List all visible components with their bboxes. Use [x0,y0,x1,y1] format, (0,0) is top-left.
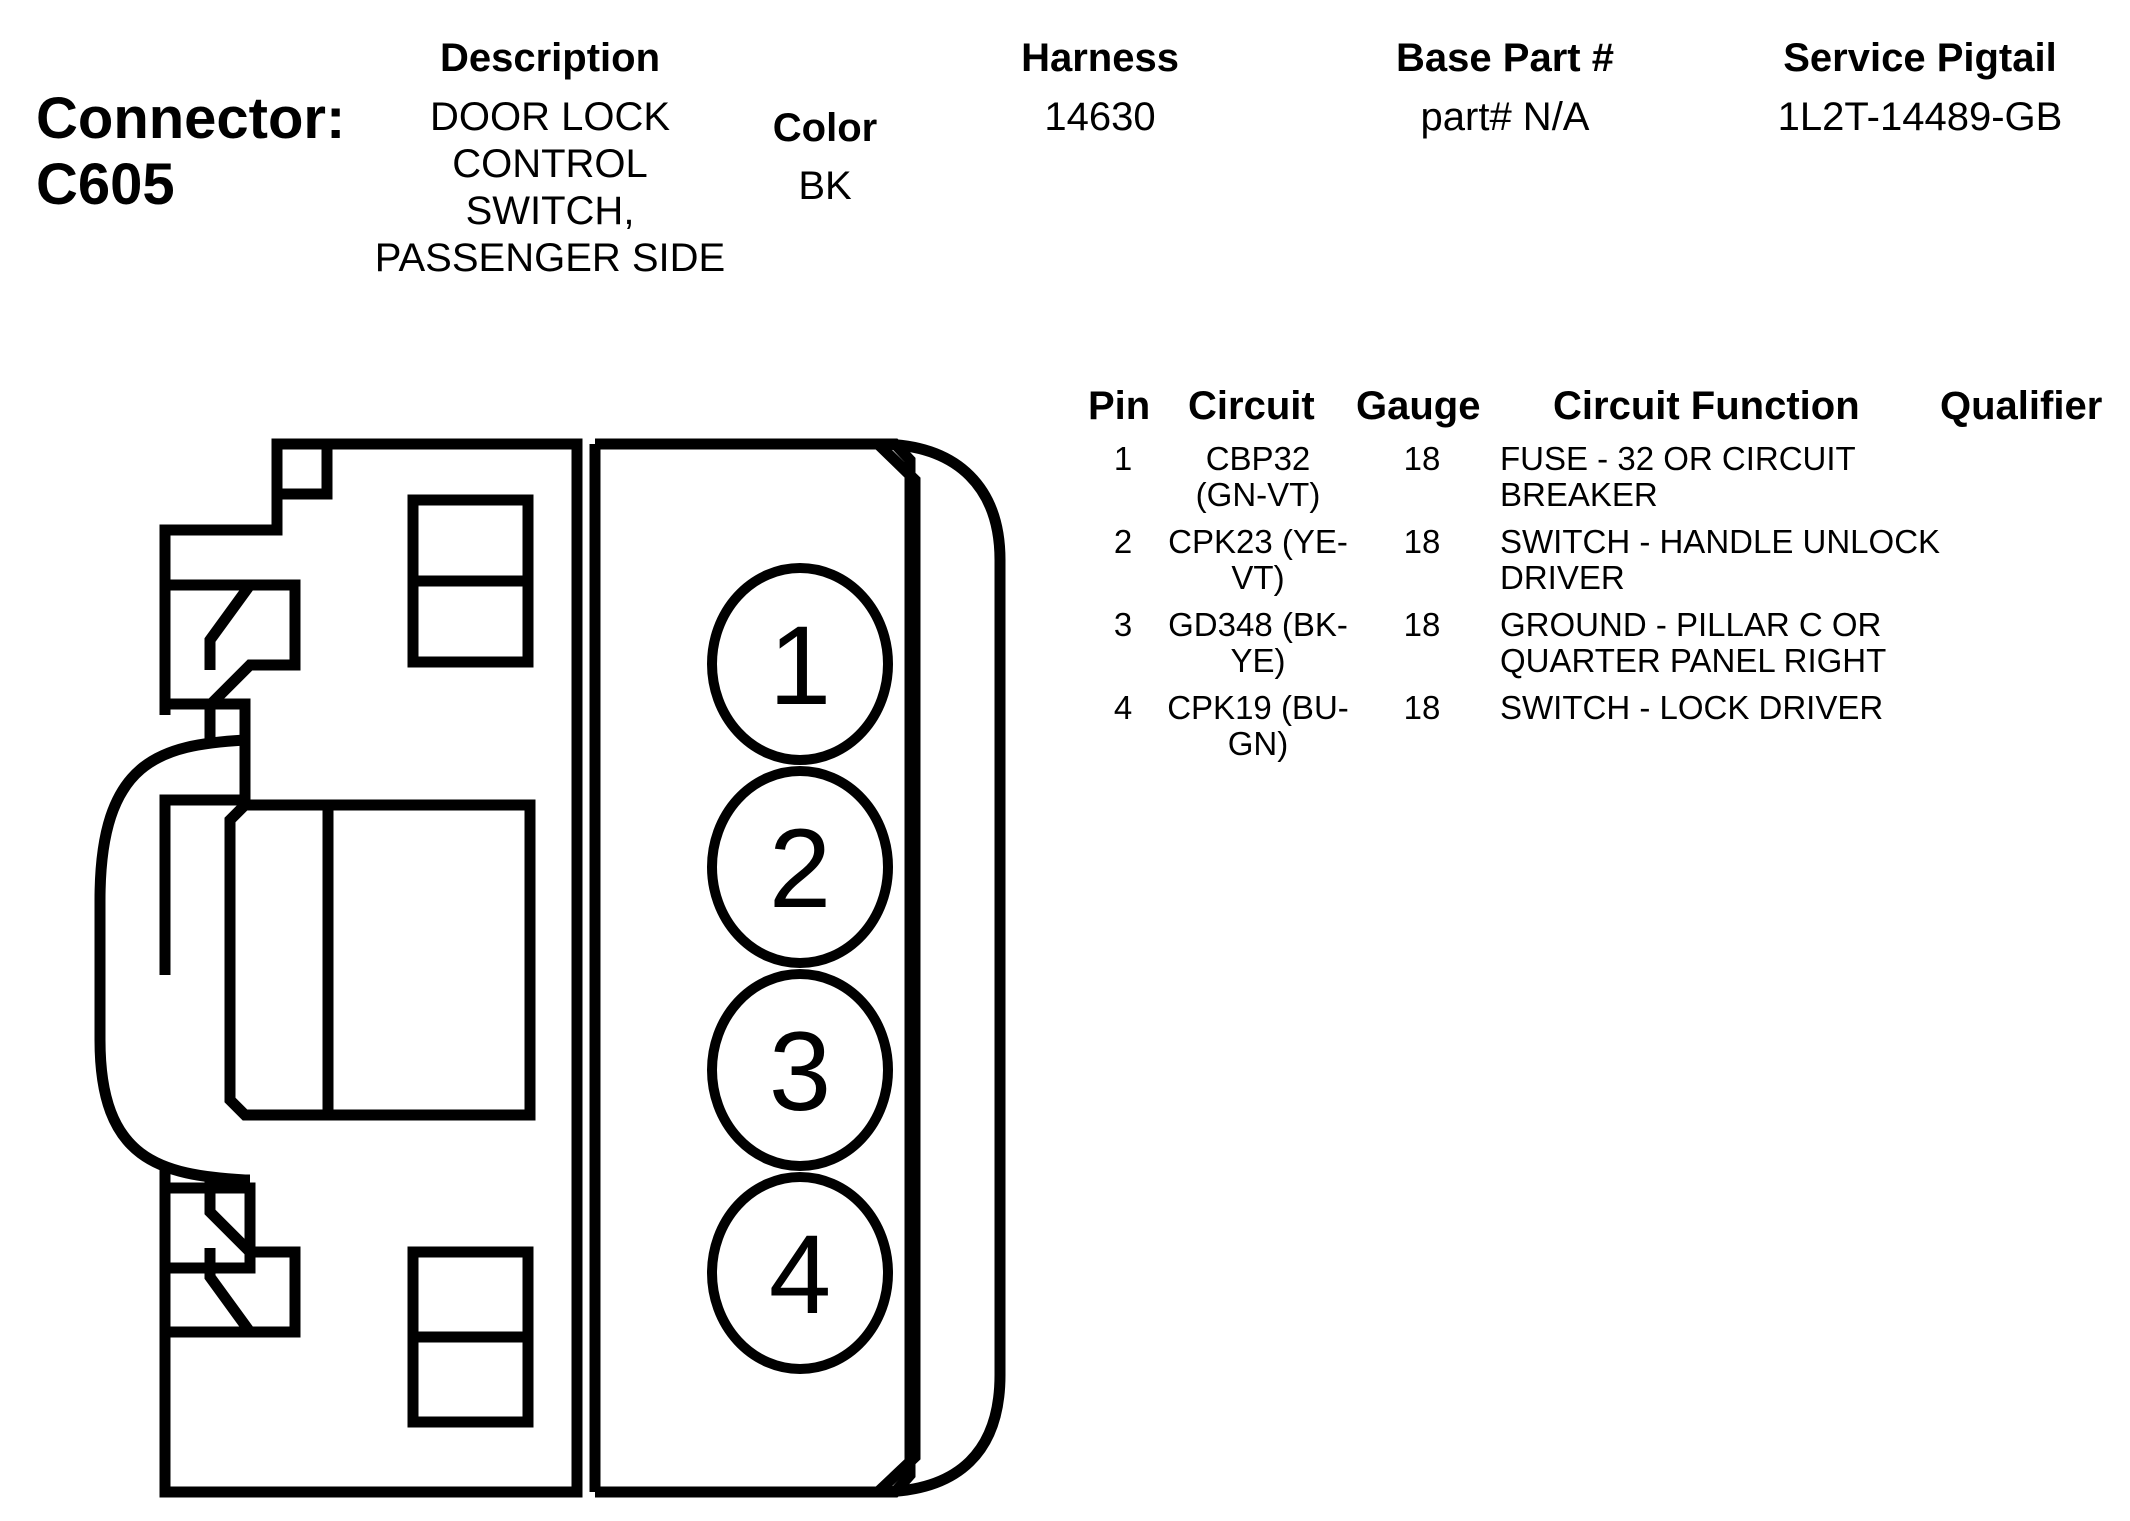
row-circuit: CPK23 (YE- VT) [1158,524,1358,596]
bottom-latch [165,1178,301,1338]
description-line: PASSENGER SIDE [374,236,726,280]
row-function-line: DRIVER [1500,559,1625,596]
pin-cavity-1 [707,563,893,765]
row-circuit-line: CPK23 (YE- [1168,523,1348,560]
row-circuit-line: YE) [1230,642,1286,679]
row-circuit: CBP32 (GN-VT) [1158,441,1358,513]
description-title: Description [439,36,661,80]
connector-face-diagram: 1 2 3 4 [94,438,1006,1498]
left-rounded-tab [94,734,250,1186]
harness-value: 14630 [1044,95,1156,139]
row-circuit-line: GN) [1227,725,1289,762]
row-pin: 3 [1113,606,1133,643]
description-line: DOOR LOCK [429,95,671,139]
row-function-line: FUSE - 32 OR CIRCUIT [1500,440,1856,477]
harness-title: Harness [1021,36,1179,80]
row-circuit-line: GD348 (BK- [1168,606,1348,643]
center-latch [224,799,536,1121]
description-line: CONTROL [452,142,648,186]
col-header-gauge: Gauge [1356,384,1481,428]
connector-label: Connector: C605 [36,86,345,218]
row-circuit-line: CPK19 (BU- [1167,689,1349,726]
col-header-pin: Pin [1088,384,1151,428]
row-function-line: BREAKER [1500,476,1658,513]
row-pin: 4 [1113,689,1133,726]
color-title: Color [772,106,878,150]
description-value: DOOR LOCK CONTROL SWITCH, PASSENGER SIDE [340,94,760,282]
col-header-circuit: Circuit [1188,384,1315,428]
base-part-title: Base Part # [1396,36,1614,80]
row-circuit: CPK19 (BU- GN) [1158,690,1358,762]
row-function: SWITCH - LOCK DRIVER [1500,690,1960,726]
top-latch [165,579,301,746]
pin-cavity-4 [707,1172,893,1374]
row-function: FUSE - 32 OR CIRCUIT BREAKER [1500,441,1960,513]
row-circuit-line: (GN-VT) [1195,476,1321,513]
row-circuit-line: CBP32 [1205,440,1311,477]
description-line: SWITCH, [465,189,635,233]
row-function: SWITCH - HANDLE UNLOCK DRIVER [1500,524,1960,596]
pin-cavity-3 [707,969,893,1171]
col-header-qualifier: Qualifier [1940,384,2103,428]
row-function-line: SWITCH - LOCK DRIVER [1500,689,1884,726]
pin-cavities [707,563,893,1374]
pin-label-2: 2 [769,806,831,931]
row-pin: 1 [1113,440,1133,477]
pin-cavity-2 [707,766,893,968]
pin-label-4: 4 [769,1212,831,1337]
row-gauge: 18 [1403,606,1441,643]
row-pin: 2 [1113,523,1133,560]
row-circuit: GD348 (BK- YE) [1158,607,1358,679]
connector-id: C605 [36,152,175,217]
row-gauge: 18 [1403,689,1441,726]
base-part-value: part# N/A [1420,95,1590,139]
top-notch [271,438,333,500]
service-pigtail-title: Service Pigtail [1783,36,2057,80]
pin-label-1: 1 [769,603,831,728]
connector-label-line1: Connector: [36,86,346,151]
col-header-circuit-function: Circuit Function [1553,384,1860,428]
row-gauge: 18 [1403,440,1441,477]
row-circuit-line: VT) [1231,559,1285,596]
row-function-line: QUARTER PANEL RIGHT [1500,642,1887,679]
row-gauge: 18 [1403,523,1441,560]
service-pigtail-value: 1L2T-14489-GB [1777,95,2063,139]
mating-face-cap [877,438,1006,1498]
color-value: BK [798,164,852,208]
row-function: GROUND - PILLAR C OR QUARTER PANEL RIGHT [1500,607,1960,679]
row-function-line: GROUND - PILLAR C OR [1500,606,1882,643]
pin-label-3: 3 [769,1009,831,1134]
row-function-line: SWITCH - HANDLE UNLOCK [1500,523,1941,560]
